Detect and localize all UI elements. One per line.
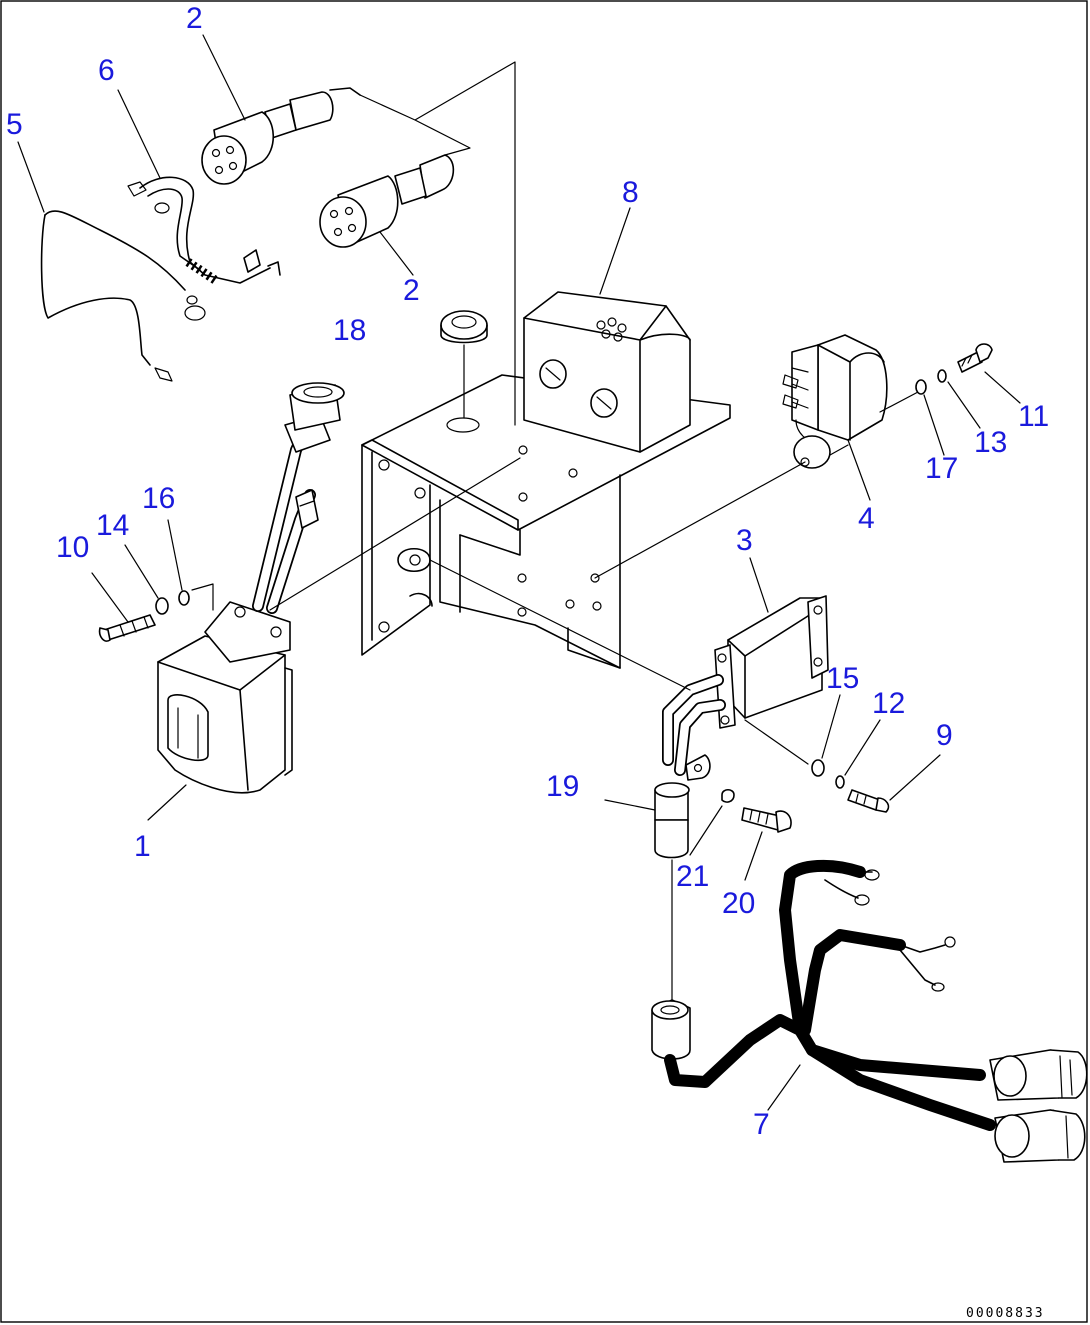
washer-17 <box>915 379 927 395</box>
part-7-harness <box>651 859 1088 1163</box>
callout-2-lower: 2 <box>403 274 420 307</box>
callout-18: 18 <box>333 314 366 347</box>
part-4-relay <box>594 334 919 579</box>
part-8-box <box>523 291 691 453</box>
callout-7: 7 <box>753 1108 770 1141</box>
callout-6: 6 <box>98 54 115 87</box>
screw-10 <box>98 614 156 642</box>
grommet <box>440 310 488 419</box>
callout-14: 14 <box>96 509 129 542</box>
part-6-strap <box>127 176 281 284</box>
document-number: 00008833 <box>966 1306 1045 1321</box>
leader-mount-left <box>191 583 214 611</box>
part-1-controller <box>157 382 521 794</box>
lock-washer-16 <box>178 590 190 606</box>
callout-20: 20 <box>722 887 755 920</box>
connector-2-lower <box>319 154 455 248</box>
resistor-harness <box>429 559 726 781</box>
bolt-20 <box>741 807 792 833</box>
callout-21: 21 <box>676 860 709 893</box>
callout-3: 3 <box>736 524 753 557</box>
washer-15 <box>811 759 825 777</box>
callout-8: 8 <box>622 176 639 209</box>
callout-2-top: 2 <box>186 2 203 35</box>
callout-19: 19 <box>546 770 579 803</box>
callout-leaders <box>17 34 1021 1111</box>
clip-21 <box>721 788 735 803</box>
callout-1: 1 <box>134 830 151 863</box>
callout-labels: 2 6 5 8 2 18 11 13 17 4 3 10 14 16 15 12… <box>6 2 1049 1141</box>
part-3-resistor <box>714 595 829 765</box>
connector-2-upper <box>201 87 361 185</box>
part-5-wire <box>40 210 206 382</box>
callout-12: 12 <box>872 687 905 720</box>
callout-11: 11 <box>1018 400 1049 433</box>
mounting-bracket <box>361 374 731 669</box>
lock-washer-13 <box>937 369 947 383</box>
callout-9: 9 <box>936 719 953 752</box>
bolt-11 <box>957 343 993 373</box>
screw-9 <box>847 789 890 813</box>
part-19-connector <box>654 782 690 1001</box>
callout-17: 17 <box>925 452 958 485</box>
callout-10: 10 <box>56 531 89 564</box>
callout-4: 4 <box>858 502 875 535</box>
lock-washer-12 <box>835 775 845 789</box>
washer-14 <box>155 597 169 615</box>
callout-15: 15 <box>826 662 859 695</box>
callout-5: 5 <box>6 108 23 141</box>
callout-13: 13 <box>974 426 1007 459</box>
leader-connector-2 <box>359 61 516 426</box>
callout-16: 16 <box>142 482 175 515</box>
